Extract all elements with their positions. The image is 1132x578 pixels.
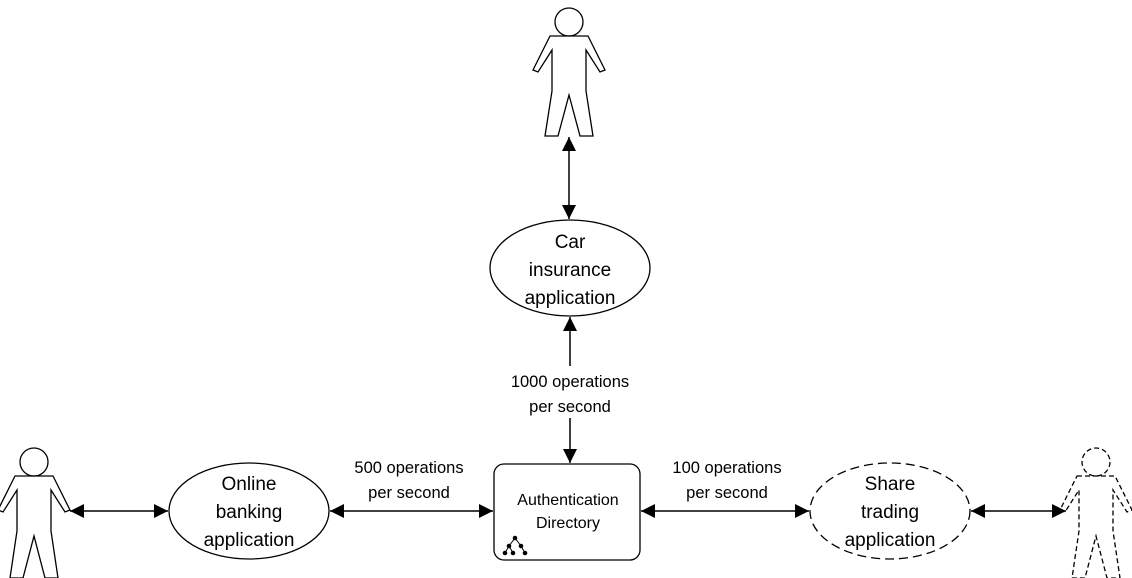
car-insurance-line-3: application: [525, 288, 616, 309]
auth-directory-line-2: Directory: [536, 515, 600, 532]
share-trading-line-1: Share: [865, 474, 916, 495]
share-trading-line-2: trading: [861, 502, 919, 523]
edge-label-100-line-1: 100 operations: [672, 459, 781, 477]
directory-tree-icon: [502, 535, 528, 556]
node-online-banking-application: Online banking application: [168, 462, 330, 560]
edge-label-1000-line-1: 1000 operations: [511, 373, 629, 391]
actor-share-trading-user: [1059, 447, 1132, 578]
node-authentication-directory: Authentication Directory: [493, 463, 641, 561]
auth-directory-line-1: Authentication: [517, 492, 618, 509]
edge-label-500-line-2: per second: [368, 484, 450, 502]
node-share-trading-application: Share trading application: [809, 462, 971, 560]
edge-label-100-line-2: per second: [686, 484, 768, 502]
edge-label-banking-to-directory: 500 operations per second: [354, 459, 463, 502]
online-banking-line-1: Online: [222, 474, 277, 495]
online-banking-line-2: banking: [216, 502, 283, 523]
car-insurance-line-1: Car: [555, 232, 586, 253]
edge-label-500-line-1: 500 operations: [354, 459, 463, 477]
online-banking-line-3: application: [204, 530, 295, 551]
edge-label-directory-to-trading: 100 operations per second: [672, 459, 781, 502]
node-car-insurance-application: Car insurance application: [489, 219, 651, 317]
share-trading-line-3: application: [845, 530, 936, 551]
edge-label-car-to-directory: 1000 operations per second: [490, 366, 648, 418]
actor-online-banking-user: [0, 447, 71, 578]
car-insurance-line-2: insurance: [529, 260, 611, 281]
edge-label-1000-line-2: per second: [529, 398, 611, 416]
actor-car-insurance-user: [532, 7, 606, 137]
